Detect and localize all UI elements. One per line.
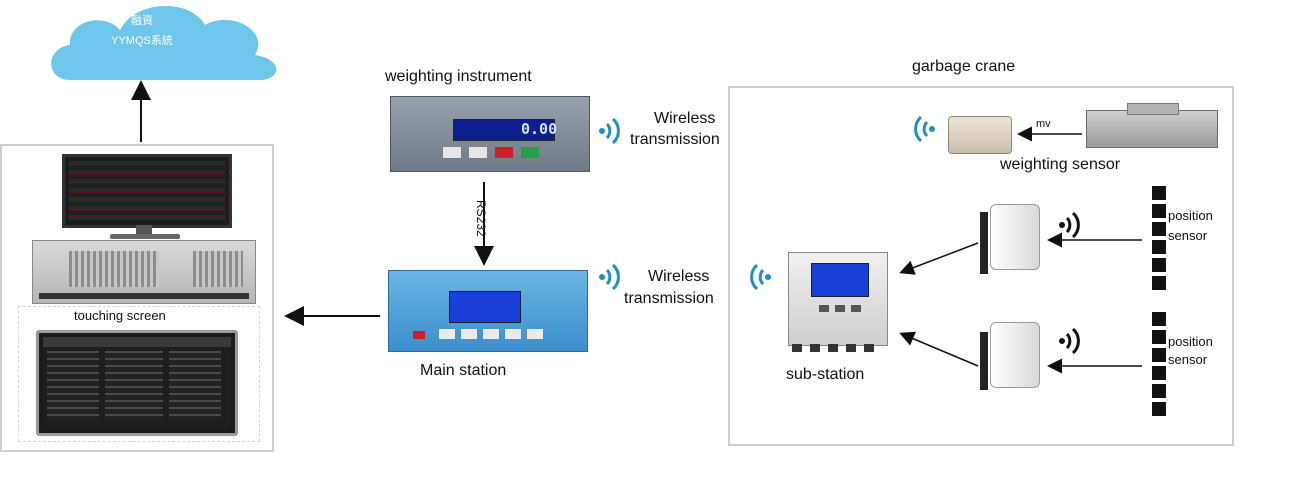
wifi-icon-top xyxy=(599,117,620,145)
main-station-title: Main station xyxy=(420,362,507,379)
arrow-antenna1-to-substation xyxy=(899,242,979,275)
wifi-icon-antenna-2 xyxy=(1059,327,1080,355)
position-sensor-1-line1: position xyxy=(1168,208,1213,223)
sub-station xyxy=(788,252,888,346)
wifi-icon-antenna-1 xyxy=(1059,211,1080,239)
main-station xyxy=(388,270,588,352)
monitor-stand xyxy=(136,225,152,235)
wireless-top-line2: transmission xyxy=(630,131,720,148)
wireless-top-line1: Wireless xyxy=(654,110,716,127)
cloud-label-1: 融資 xyxy=(131,15,153,27)
position-strip-2 xyxy=(1152,312,1166,416)
industrial-pc xyxy=(32,240,256,304)
monitor xyxy=(62,154,232,228)
garbage-crane-panel xyxy=(728,86,1234,446)
mv-label: mv xyxy=(1036,118,1051,130)
weighting-instrument-title: weighting instrument xyxy=(385,68,532,85)
wifi-icon-substation xyxy=(750,263,771,291)
garbage-crane-title: garbage crane xyxy=(912,58,1016,75)
weighting-instrument: 0.00 xyxy=(390,96,590,172)
antenna-1 xyxy=(990,204,1040,270)
wifi-icon-sensor xyxy=(914,115,935,143)
left-panel xyxy=(0,144,274,452)
antenna-2 xyxy=(990,322,1040,388)
position-sensor-2-line2: sensor xyxy=(1168,352,1208,367)
antenna-2-pole xyxy=(980,332,988,390)
sub-station-label: sub-station xyxy=(786,366,865,383)
touch-screen-frame xyxy=(18,306,260,442)
monitor-base xyxy=(110,234,180,239)
wifi-icon-mid xyxy=(599,263,620,291)
position-sensor-1-line2: sensor xyxy=(1168,228,1208,243)
arrow-antenna2-to-substation xyxy=(899,331,979,367)
sub-station-connectors xyxy=(792,344,876,352)
load-cell xyxy=(1086,103,1218,148)
touch-screen-device xyxy=(36,330,238,436)
touch-screen-label: touching screen xyxy=(74,308,166,323)
wireless-mid-line1: Wireless xyxy=(648,268,710,285)
cloud-label-2: YYMQS系統 xyxy=(111,35,173,47)
position-strip-1 xyxy=(1152,186,1166,290)
wireless-mid-line2: transmission xyxy=(624,290,714,307)
cloud-icon xyxy=(51,6,277,81)
instrument-display-value: 0.00 xyxy=(521,120,558,138)
antenna-1-pole xyxy=(980,212,988,274)
sensor-transmitter xyxy=(948,116,1012,154)
rs232-label: RS232 xyxy=(474,200,488,237)
position-sensor-2-line1: position xyxy=(1168,334,1213,349)
weighting-sensor-label: weighting sensor xyxy=(1000,156,1121,173)
